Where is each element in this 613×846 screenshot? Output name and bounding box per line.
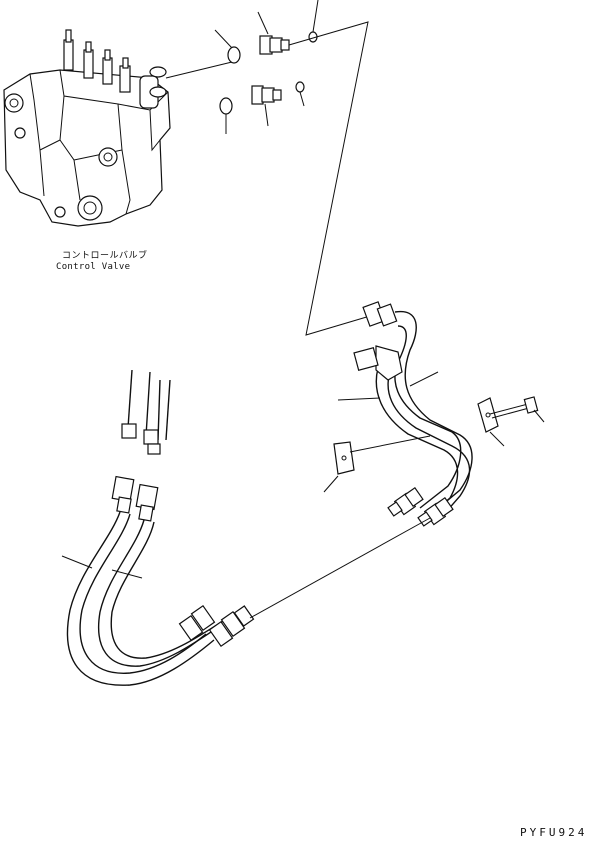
bolt: [489, 396, 539, 419]
pipe-end-fitting-1: [387, 486, 424, 517]
control-valve-label-en: Control Valve: [56, 262, 131, 272]
o-ring-lower: [219, 97, 233, 115]
connection-callout: [288, 21, 371, 336]
hose-assembly: [61, 369, 431, 686]
drawing-code: PYFU924: [520, 826, 588, 839]
hose-fitting-a: [111, 475, 135, 514]
hose-end-fitting-1: [178, 604, 216, 642]
valve-spools: [63, 29, 167, 109]
pipe-assembly: [323, 301, 545, 527]
hose-fitting-upper: [362, 301, 398, 327]
fitting-lower: [251, 85, 282, 105]
elbow-fitting: [353, 345, 403, 381]
control-valve: [3, 29, 171, 227]
clamp-plate-left: [333, 441, 355, 475]
fittings-group: [165, 0, 319, 134]
fitting-upper: [259, 35, 290, 55]
control-valve-label-jp: コントロールバルブ: [62, 251, 148, 261]
hose-fitting-b: [135, 483, 159, 522]
hose-end-fitting-2: [208, 605, 255, 648]
clamp-plate-right: [477, 397, 499, 433]
o-ring-upper: [227, 46, 241, 64]
